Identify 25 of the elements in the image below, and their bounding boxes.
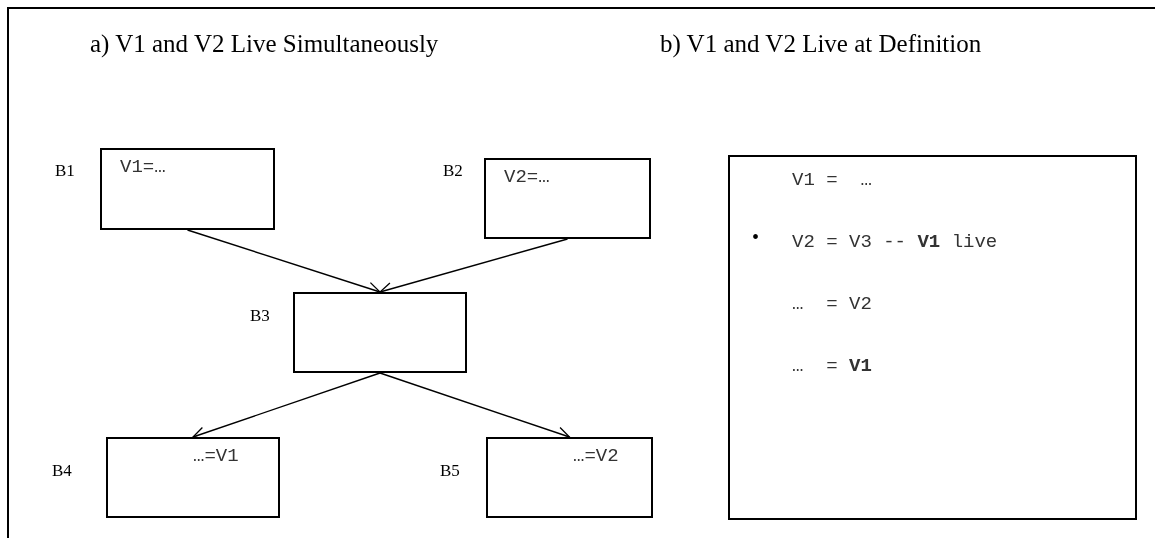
- section-heading: a) V1 and V2 Live Simultaneously: [90, 29, 439, 59]
- block-label: B5: [440, 460, 460, 482]
- code-line: … = V1: [792, 355, 872, 379]
- code-line: V1=…: [120, 156, 166, 180]
- code-line: V1 = …: [792, 169, 872, 193]
- bullet-mark: •: [752, 225, 759, 250]
- arrow: [186, 229, 381, 295]
- section-heading: b) V1 and V2 Live at Definition: [660, 29, 982, 60]
- block-label: B3: [250, 305, 270, 327]
- code-line: …=V1: [193, 445, 239, 469]
- code-line: V2 = V3 -- V1 live: [792, 231, 998, 255]
- block-box: [293, 292, 467, 373]
- code-line: … = V2: [792, 293, 872, 317]
- arrow: [379, 372, 571, 440]
- code-line: …=V2: [573, 445, 619, 469]
- block-box: [484, 158, 651, 239]
- code-line: V2=…: [504, 166, 550, 190]
- block-label: B2: [443, 160, 463, 182]
- block-label: B4: [52, 460, 72, 482]
- block-box: [100, 148, 275, 230]
- block-box: [486, 437, 653, 518]
- code-panel: [728, 155, 1137, 520]
- block-box: [106, 437, 280, 518]
- arrow: [192, 372, 381, 440]
- block-label: B1: [55, 160, 75, 182]
